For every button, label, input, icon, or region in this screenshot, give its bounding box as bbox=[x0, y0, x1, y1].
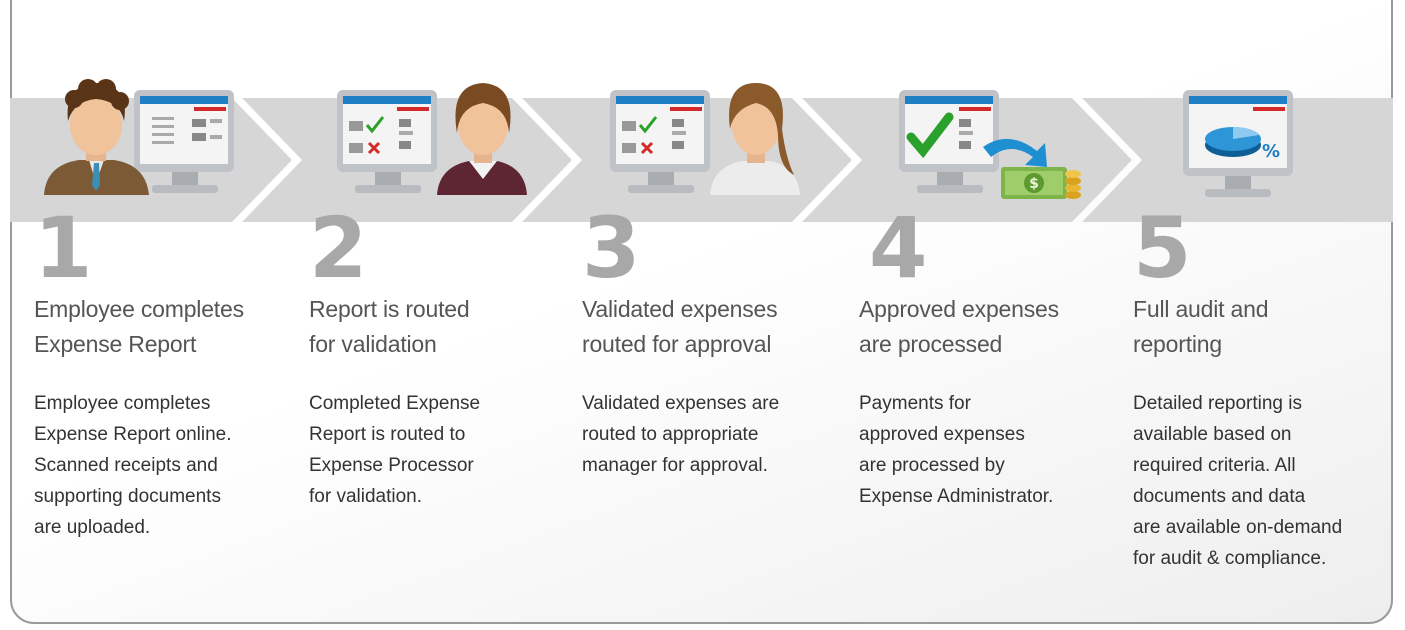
step-description-line: Scanned receipts and bbox=[34, 455, 218, 476]
step-description-line: available based on bbox=[1133, 424, 1292, 445]
monitor-icon bbox=[899, 90, 999, 193]
step-title-line: are processed bbox=[859, 331, 1003, 357]
monitor-checklist-with-processor-icon bbox=[337, 83, 527, 195]
step-description-line: for audit & compliance. bbox=[1133, 548, 1327, 569]
employee-with-monitor-icon bbox=[44, 79, 234, 195]
step-description-line: manager for approval. bbox=[582, 455, 768, 476]
manager-avatar bbox=[710, 83, 800, 195]
step-description-line: Expense Processor bbox=[309, 455, 474, 476]
step-number: 3 bbox=[582, 199, 641, 297]
step-description: Employee completes Expense Report online… bbox=[34, 388, 284, 543]
monitor-icon bbox=[337, 90, 437, 193]
step-title-line: Employee completes bbox=[34, 296, 244, 322]
monitor-checklist-with-manager-icon bbox=[610, 83, 800, 195]
step-title: Validated expenses routed for approval bbox=[582, 292, 832, 362]
money-icon: $ bbox=[983, 138, 1081, 199]
monitor-icon bbox=[610, 90, 710, 193]
pie-chart-icon bbox=[1205, 127, 1261, 157]
step-title: Employee completes Expense Report bbox=[34, 292, 284, 362]
step-description-line: are processed by bbox=[859, 455, 1005, 476]
step-description-line: Validated expenses are bbox=[582, 393, 780, 414]
step-description-line: Expense Report online. bbox=[34, 424, 232, 445]
step-description-line: Employee completes bbox=[34, 393, 211, 414]
step-title-line: Validated expenses bbox=[582, 296, 778, 322]
step-title: Approved expenses are processed bbox=[859, 292, 1109, 362]
monitor-icon bbox=[134, 90, 234, 193]
step-number: 1 bbox=[34, 199, 93, 297]
processor-avatar bbox=[437, 83, 527, 195]
step-number: 4 bbox=[869, 199, 928, 297]
step-title-line: for validation bbox=[309, 331, 437, 357]
step-description-line: for validation. bbox=[309, 486, 423, 507]
step-description-line: documents and data bbox=[1133, 486, 1306, 507]
step-description-line: routed to appropriate bbox=[582, 424, 759, 445]
step-description-line: supporting documents bbox=[34, 486, 221, 507]
step-title: Report is routed for validation bbox=[309, 292, 559, 362]
step-number: 2 bbox=[309, 199, 368, 297]
monitor-pie-chart-icon: % bbox=[1183, 90, 1293, 197]
step-number: 5 bbox=[1133, 199, 1192, 297]
step-description: Detailed reporting is available based on… bbox=[1133, 388, 1383, 574]
step-title-line: reporting bbox=[1133, 331, 1222, 357]
step-title-line: routed for approval bbox=[582, 331, 772, 357]
step-1: 1 Employee completes Expense Report Empl… bbox=[34, 0, 284, 630]
step-description-line: are uploaded. bbox=[34, 517, 151, 538]
step-description: Validated expenses are routed to appropr… bbox=[582, 388, 832, 481]
step-description-line: Completed Expense bbox=[309, 393, 481, 414]
step-description-line: are available on-demand bbox=[1133, 517, 1343, 538]
step-3: 3 Validated expenses routed for approval… bbox=[582, 0, 832, 630]
step-4: $ 4 Approved expenses are processed Paym… bbox=[859, 0, 1109, 630]
step-description-line: required criteria. All bbox=[1133, 455, 1296, 476]
step-description-line: Report is routed to bbox=[309, 424, 466, 445]
step-2: 2 Report is routed for validation Comple… bbox=[309, 0, 559, 630]
monitor-check-with-money-icon: $ bbox=[899, 90, 1081, 199]
step-5: % 5 Full audit and reporting Detailed re… bbox=[1133, 0, 1383, 630]
step-description-line: approved expenses bbox=[859, 424, 1025, 445]
step-title: Full audit and reporting bbox=[1133, 292, 1383, 362]
employee-avatar bbox=[44, 79, 149, 195]
percent-icon: % bbox=[1262, 141, 1280, 162]
step-title-line: Report is routed bbox=[309, 296, 470, 322]
svg-text:$: $ bbox=[1029, 176, 1039, 192]
step-description: Payments for approved expenses are proce… bbox=[859, 388, 1109, 512]
step-description: Completed Expense Report is routed to Ex… bbox=[309, 388, 559, 512]
step-description-line: Detailed reporting is bbox=[1133, 393, 1302, 414]
step-description-line: Expense Administrator. bbox=[859, 486, 1054, 507]
step-title-line: Approved expenses bbox=[859, 296, 1059, 322]
step-description-line: Payments for bbox=[859, 393, 971, 414]
step-title-line: Expense Report bbox=[34, 331, 197, 357]
step-title-line: Full audit and bbox=[1133, 296, 1269, 322]
